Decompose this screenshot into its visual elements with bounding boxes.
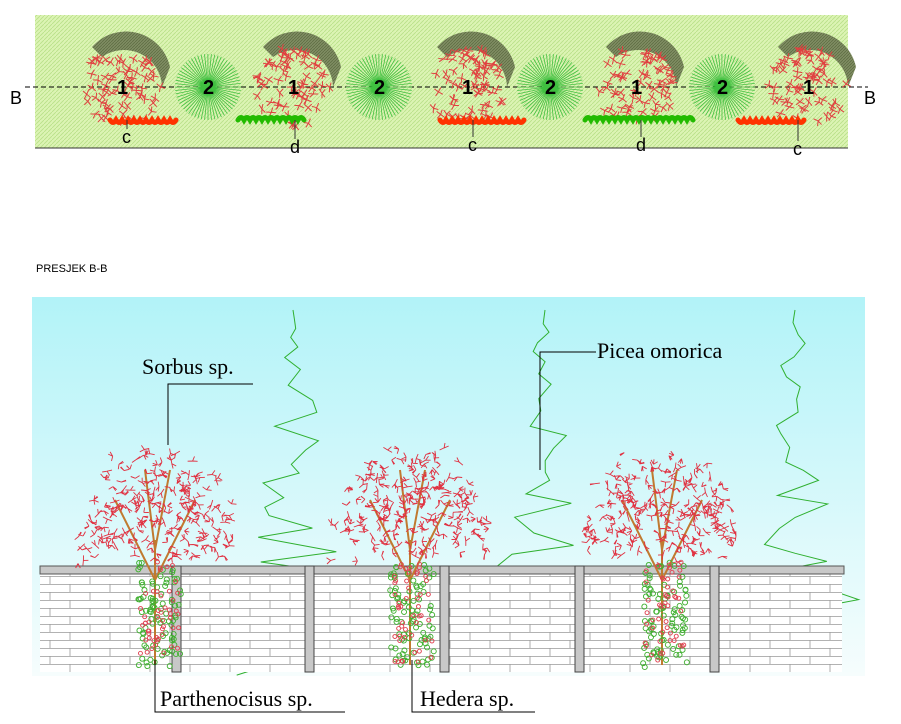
sorbus-canopy: [252, 43, 334, 131]
climber-mass: [582, 115, 696, 125]
picea-canopy: [345, 53, 412, 120]
plan-tree-sorbus: 1: [252, 31, 341, 131]
picea-canopy: [516, 53, 583, 120]
wall-post: [304, 565, 315, 673]
climber-letter: c: [122, 127, 131, 147]
sorbus-canopy: [764, 43, 851, 126]
parthenocissus-leader-line: [154, 660, 345, 713]
plan-tree-picea: 2: [516, 53, 583, 120]
climber-mass: [107, 115, 179, 125]
tree-number: 2: [717, 77, 728, 99]
tree-number: 2: [374, 77, 385, 99]
plan-climber: c: [735, 115, 807, 159]
sorbus-canopy: [429, 44, 507, 123]
tree-number: 1: [462, 77, 473, 99]
tree-shadow: [778, 31, 856, 87]
tree-number: 1: [803, 77, 814, 99]
climber-red: [138, 559, 181, 656]
tree-number: 2: [203, 77, 214, 99]
wall-post: [709, 565, 720, 673]
plan-climber: c: [437, 115, 527, 155]
hedera-leader-line: [411, 660, 535, 713]
climber-letter: d: [290, 137, 300, 157]
section-mark-left: B: [10, 88, 22, 108]
tree-shadow: [92, 31, 170, 88]
plan-tree-picea: 2: [688, 53, 755, 120]
hedera-label: Hedera sp.: [420, 686, 514, 711]
sorbus-tree: [326, 442, 492, 665]
section-title: PRESJEK B-B: [36, 263, 108, 275]
sorbus-crown: [326, 442, 492, 566]
plan-tree-sorbus: 1: [764, 31, 856, 126]
wall-post: [574, 565, 585, 673]
plan-climber: d: [582, 115, 696, 155]
climber-letter: d: [636, 135, 646, 155]
site-plan: B B 1 2 1 2 1 2 1 2 1 c d c d c: [10, 15, 876, 159]
sorbus-canopy: [595, 46, 678, 125]
sorbus-leader-line: [167, 383, 253, 445]
tree-shadow: [437, 31, 515, 88]
plan-tree-sorbus: 1: [429, 31, 515, 123]
tree-shadow: [606, 31, 684, 88]
sorbus-crown: [74, 445, 237, 569]
plan-tree-picea: 2: [345, 53, 412, 120]
section-view: Sorbus sp. Picea omorica Parthenocisus s…: [32, 297, 865, 713]
climber-mass: [735, 115, 807, 125]
climber-mass: [235, 115, 307, 125]
climber-red: [642, 559, 687, 663]
sorbus-label: Sorbus sp.: [142, 354, 234, 379]
plan-tree-sorbus: 1: [82, 31, 170, 126]
climber-letter: c: [468, 135, 477, 155]
climber-mass: [437, 115, 527, 125]
picea-leader-line: [539, 351, 596, 470]
parthenocissus-label: Parthenocisus sp.: [160, 686, 313, 711]
tree-number: 1: [288, 77, 299, 99]
tree-number: 1: [631, 77, 642, 99]
section-mark-right: B: [864, 88, 876, 108]
sorbus-crown: [581, 450, 737, 569]
climber-red: [392, 561, 435, 665]
wall-post: [439, 565, 450, 673]
picea-canopy: [688, 53, 755, 120]
plan-climber: c: [107, 115, 179, 147]
plan-tree-sorbus: 1: [595, 31, 684, 125]
sorbus-tree: [581, 450, 737, 665]
picea-label: Picea omorica: [597, 338, 722, 363]
plan-tree-picea: 2: [174, 53, 241, 120]
tree-number: 1: [117, 77, 128, 99]
sorbus-canopy: [82, 54, 166, 126]
climber-letter: c: [793, 139, 802, 159]
tree-number: 2: [545, 77, 556, 99]
picea-canopy: [174, 53, 241, 120]
plan-climber: d: [235, 115, 307, 157]
